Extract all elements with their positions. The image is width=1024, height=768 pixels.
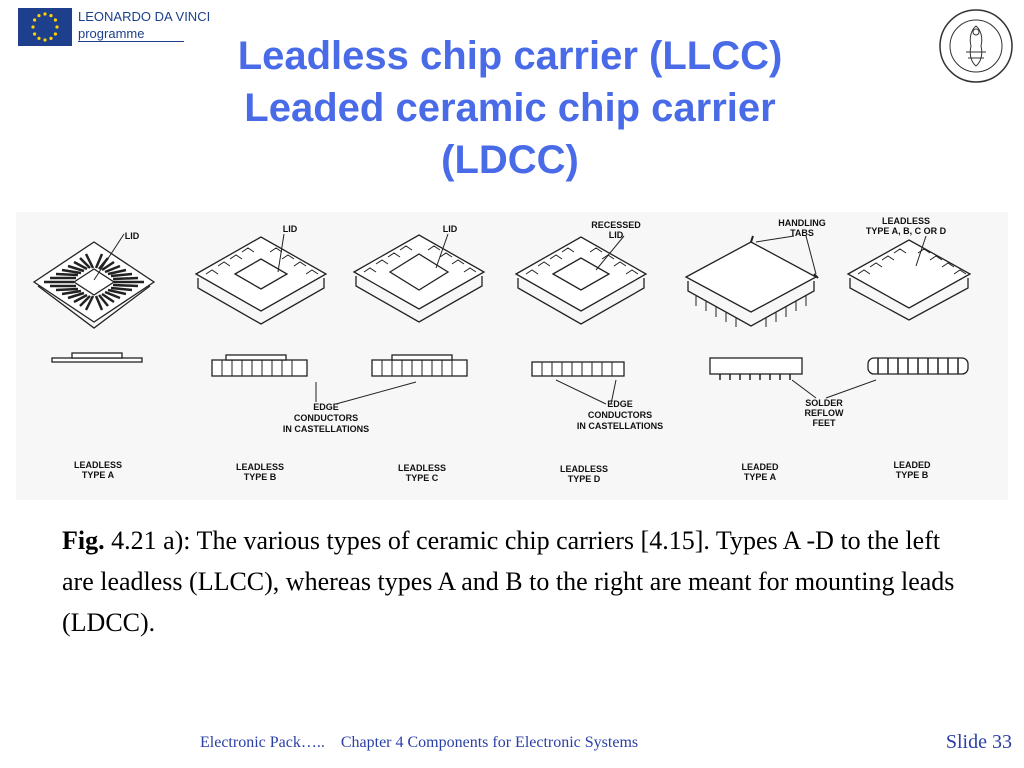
footer-chapter: Chapter 4 Components for Electronic Syst…: [340, 734, 639, 751]
solder-label-2: REFLOW: [805, 408, 844, 418]
type-label-1-line1: LEADLESS: [74, 460, 122, 470]
leadless-types-label-1: LEADLESS: [882, 216, 930, 226]
edge-conductors-label-1: EDGE: [313, 402, 339, 412]
title-line-2: Leaded ceramic chip carrier: [244, 86, 776, 130]
type-label-2-line2: TYPE B: [244, 472, 277, 482]
edge-conductors-label-6: IN CASTELLATIONS: [577, 421, 663, 431]
caption-text: 4.21 a): The various types of ceramic ch…: [62, 526, 955, 637]
title-line-3: (LDCC): [441, 138, 579, 182]
type-label-6-line1: LEADED: [893, 460, 931, 470]
leadless-type-a-diagram: [32, 233, 156, 363]
lid-label-a: LID: [125, 231, 140, 241]
edge-conductors-label-3: IN CASTELLATIONS: [283, 424, 369, 434]
type-label-1-line2: TYPE A: [82, 470, 115, 480]
footer: Electronic Pack….. Chapter 4 Components …: [200, 734, 638, 752]
leadless-type-c-diagram: [352, 233, 486, 377]
solder-label-3: FEET: [812, 418, 836, 428]
type-label-3-line2: TYPE C: [406, 473, 439, 483]
leadless-types-label-2: TYPE A, B, C OR D: [866, 226, 947, 236]
recessed-lid-label-1: RECESSED: [591, 220, 641, 230]
handling-tabs-label-1: HANDLING: [778, 218, 826, 228]
chip-carrier-figure: LID LID LID RECESSED LID HANDLING TABS L…: [16, 212, 1008, 500]
leaded-type-a-diagram: [684, 235, 877, 399]
leadless-type-b-diagram: [194, 233, 328, 377]
type-label-2-line1: LEADLESS: [236, 462, 284, 472]
edge-conductors-label-2: CONDUCTORS: [294, 413, 358, 423]
programme-sub: programme: [78, 26, 185, 42]
figure-drawing: LID LID LID RECESSED LID HANDLING TABS L…: [32, 216, 972, 484]
eu-flag-icon: [18, 8, 72, 46]
figure-caption: Fig. 4.21 a): The various types of ceram…: [62, 520, 962, 643]
recessed-lid-label-2: LID: [609, 230, 624, 240]
lid-label-c: LID: [443, 224, 458, 234]
type-label-5-line1: LEADED: [741, 462, 779, 472]
caption-fig-label: Fig.: [62, 526, 105, 555]
edge-conductors-label-4: EDGE: [607, 399, 633, 409]
title-line-1: Leadless chip carrier (LLCC): [237, 34, 783, 78]
programme-name: LEONARDO DA VINCI: [78, 9, 211, 24]
type-label-4-line1: LEADLESS: [560, 464, 608, 474]
footer-course: Electronic Pack…..: [200, 734, 325, 751]
type-label-4-line2: TYPE D: [568, 474, 601, 484]
type-label-3-line1: LEADLESS: [398, 463, 446, 473]
university-seal-icon: [939, 9, 1013, 83]
leaded-type-b-diagram: [846, 235, 972, 375]
leadless-type-d-diagram: [315, 235, 648, 405]
solder-label-1: SOLDER: [805, 398, 843, 408]
leonardo-logo: LEONARDO DA VINCI programme: [18, 8, 228, 48]
slide-title: Leadless chip carrier (LLCC) Leaded cera…: [100, 30, 920, 186]
slide-number: Slide 33: [945, 731, 1012, 753]
edge-conductors-label-5: CONDUCTORS: [588, 410, 652, 420]
handling-tabs-label-2: TABS: [790, 228, 814, 238]
type-label-6-line2: TYPE B: [896, 470, 929, 480]
lid-label-b: LID: [283, 224, 298, 234]
type-label-5-line2: TYPE A: [744, 472, 777, 482]
